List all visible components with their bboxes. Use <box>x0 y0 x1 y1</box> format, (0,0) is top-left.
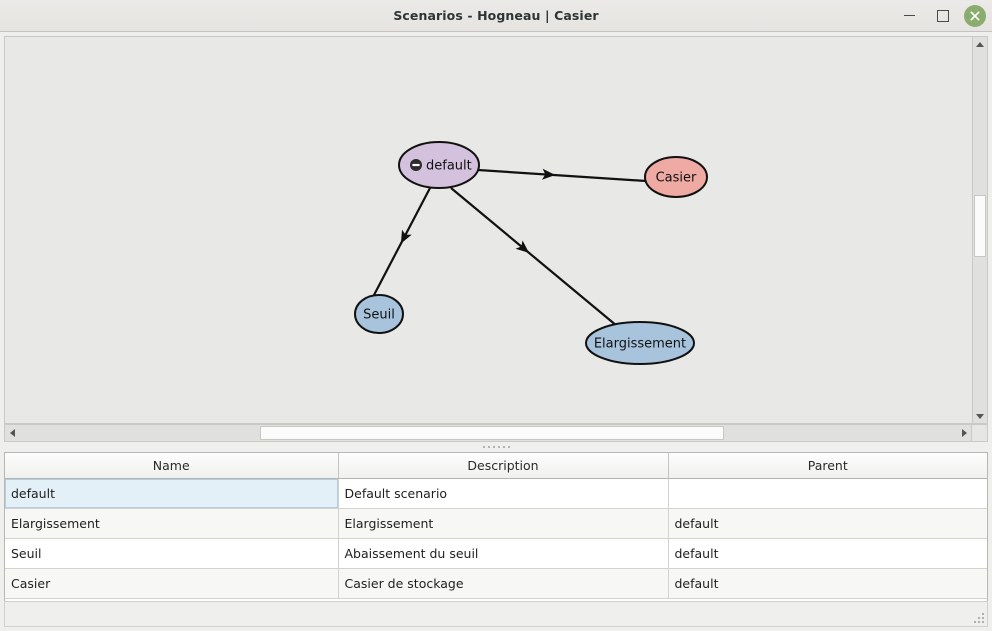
window-controls <box>896 0 986 31</box>
graph-edge[interactable] <box>477 168 647 183</box>
cell-description[interactable]: Default scenario <box>338 478 669 509</box>
scroll-right-arrow-icon <box>961 429 967 437</box>
scrollbar-corner <box>972 424 988 442</box>
edge-arrowhead-icon <box>541 168 556 180</box>
cell-name[interactable]: default <box>5 478 339 509</box>
node-ellipse <box>644 156 708 198</box>
graph-node-Casier[interactable]: Casier <box>644 156 708 198</box>
cell-parent[interactable]: default <box>668 568 987 599</box>
cell-name[interactable]: Seuil <box>5 538 339 569</box>
scroll-down-arrow-icon <box>976 413 984 419</box>
scroll-down-button[interactable] <box>973 409 987 423</box>
horizontal-scrollbar-thumb[interactable] <box>260 426 724 440</box>
maximize-button[interactable] <box>930 3 956 29</box>
table-header-row: Name Description Parent <box>5 453 987 479</box>
graph-vertical-scrollbar[interactable] <box>972 36 988 424</box>
cell-name[interactable]: Casier <box>5 568 339 599</box>
maximize-icon <box>937 9 949 22</box>
cell-parent[interactable]: default <box>668 508 987 539</box>
node-label: Casier <box>656 171 697 186</box>
edge-arrowhead-icon <box>400 229 412 244</box>
graph-edge[interactable] <box>373 187 431 296</box>
scroll-left-arrow-icon <box>9 429 15 437</box>
minimize-icon <box>903 14 915 17</box>
window-title: Scenarios - Hogneau | Casier <box>393 8 599 23</box>
node-label: Elargissement <box>594 337 686 352</box>
cell-name[interactable]: Elargissement <box>5 508 339 539</box>
scroll-right-button[interactable] <box>957 425 971 441</box>
edge-line <box>450 187 618 327</box>
graph-node-Seuil[interactable]: Seuil <box>354 294 404 334</box>
graph-horizontal-scrollbar[interactable] <box>4 424 972 442</box>
graph-edge[interactable] <box>450 187 618 327</box>
status-bar <box>4 601 988 627</box>
minimize-button[interactable] <box>896 3 922 29</box>
node-ellipse <box>398 141 480 189</box>
splitter-grip-icon <box>482 446 510 448</box>
node-ellipse <box>354 294 404 334</box>
cell-description[interactable]: Abaissement du seuil <box>338 538 669 569</box>
pane-splitter[interactable] <box>0 442 992 452</box>
close-icon <box>970 10 980 21</box>
cell-parent[interactable]: default <box>668 538 987 569</box>
column-header-description[interactable]: Description <box>338 453 669 479</box>
node-label: default <box>426 159 472 174</box>
column-header-name[interactable]: Name <box>5 453 339 479</box>
edge-arrowhead-icon <box>515 240 530 253</box>
cell-parent[interactable] <box>668 478 987 509</box>
scroll-up-button[interactable] <box>973 37 987 51</box>
node-label: Seuil <box>363 308 395 323</box>
resize-grip-icon[interactable] <box>972 611 984 623</box>
cell-description[interactable]: Elargissement <box>338 508 669 539</box>
graph-node-Elargissement[interactable]: Elargissement <box>585 321 695 365</box>
vertical-scrollbar-thumb[interactable] <box>974 195 986 257</box>
minus-glyph <box>412 163 420 167</box>
scroll-left-button[interactable] <box>5 425 19 441</box>
close-button[interactable] <box>964 4 986 27</box>
column-header-parent[interactable]: Parent <box>668 453 987 479</box>
cell-description[interactable]: Casier de stockage <box>338 568 669 599</box>
edge-line <box>477 168 647 183</box>
node-ellipse <box>585 321 695 365</box>
table-header: Name Description Parent <box>5 453 987 479</box>
scroll-up-arrow-icon <box>976 41 984 47</box>
graph-node-default[interactable]: default <box>398 141 480 189</box>
graph-horizontal-scrollbar-row <box>0 424 992 442</box>
title-bar: Scenarios - Hogneau | Casier <box>0 0 992 32</box>
